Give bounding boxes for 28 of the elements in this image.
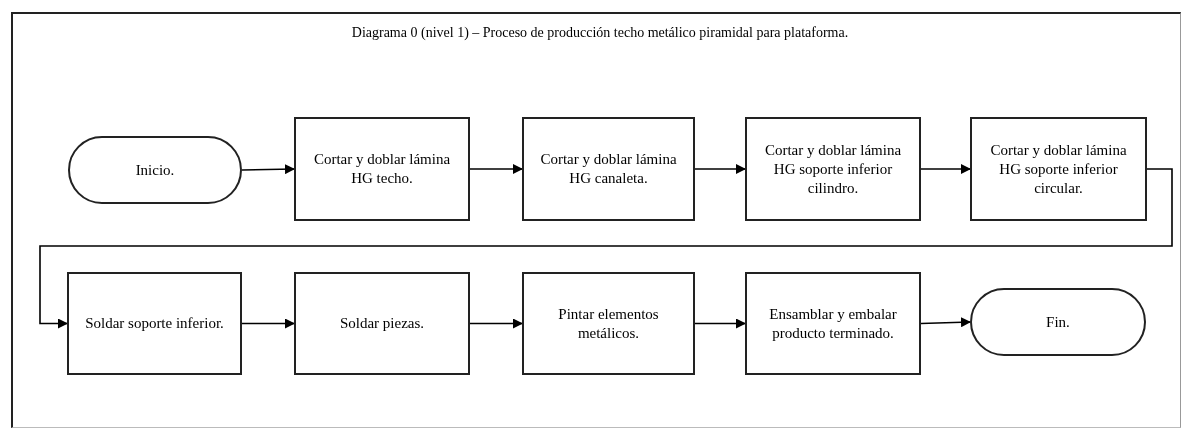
process-box	[970, 117, 1147, 221]
process-box	[745, 117, 921, 221]
node-label: Cortar y doblar lámina HG techo.	[312, 150, 452, 188]
arrow	[469, 318, 523, 329]
process-box	[294, 117, 470, 221]
node-label: Cortar y doblar lámina HG canaleta.	[539, 150, 678, 188]
arrow	[241, 164, 295, 175]
node-label: Inicio.	[135, 160, 175, 180]
arrow	[241, 318, 295, 329]
arrow	[920, 164, 971, 174]
process-box	[67, 272, 242, 375]
node-label: Soldar piezas.	[339, 314, 425, 333]
node-label: Soldar soporte inferior.	[85, 314, 224, 333]
diagram-title: Diagrama 0 (nivel 1) – Proceso de producción techo metálico piramidal para plataforma.	[350, 24, 850, 42]
arrow	[920, 317, 971, 328]
process-box	[522, 117, 695, 221]
node-label: Cortar y doblar lámina HG soporte inferior circular.	[989, 140, 1128, 198]
node-label: Fin.	[1046, 312, 1070, 332]
arrow	[694, 318, 746, 329]
arrow	[469, 164, 523, 174]
process-box	[745, 272, 921, 375]
node-label: Ensamblar y embalar producto terminado.	[768, 304, 898, 343]
arrow	[39, 168, 1173, 329]
process-box	[294, 272, 470, 375]
arrow	[694, 164, 746, 174]
node-label: Cortar y doblar lámina HG soporte inferior cilindro.	[763, 140, 903, 198]
node-label: Pintar elementos metálicos.	[557, 304, 660, 343]
process-box	[522, 272, 695, 375]
